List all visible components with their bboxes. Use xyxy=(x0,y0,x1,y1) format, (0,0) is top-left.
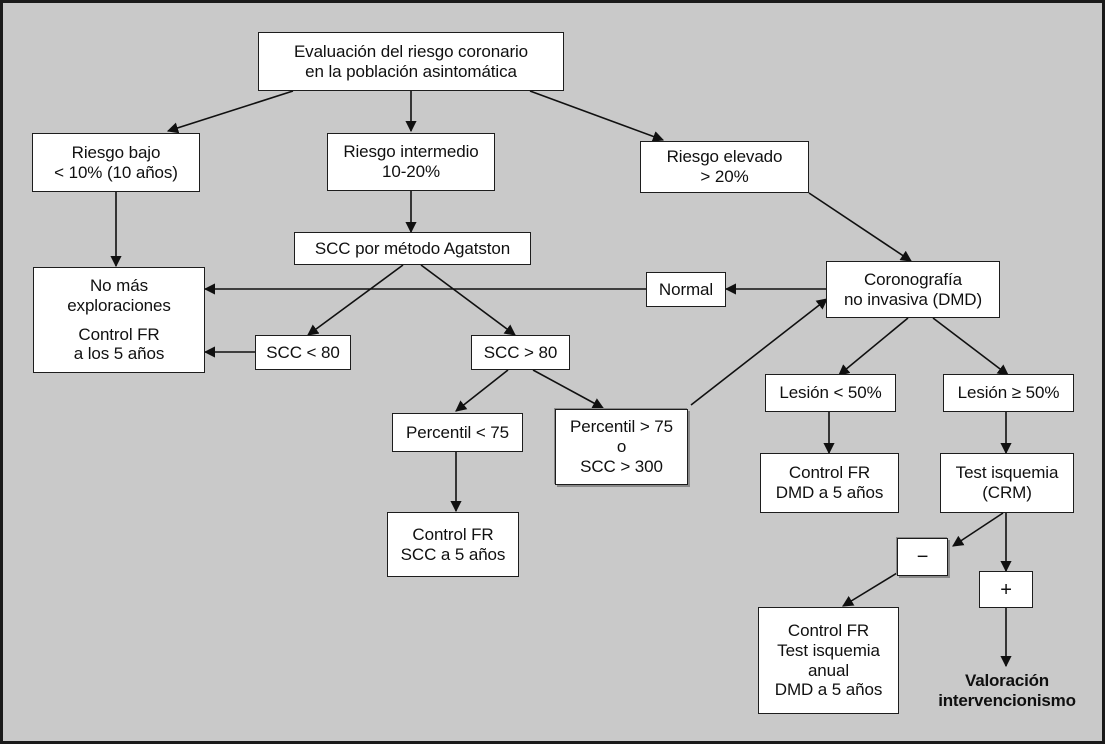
node-riesgo-intermedio-line1: Riesgo intermedio xyxy=(343,142,479,162)
edge-root-to-riesgo-elevado xyxy=(529,90,665,142)
node-scc-mayor-80-line1: SCC > 80 xyxy=(483,342,558,362)
node-percentil-mayor-75-line3: SCC > 300 xyxy=(580,456,663,476)
node-test-isquemia-line2: (CRM) xyxy=(982,483,1032,502)
node-lesion-menor-50-line1: Lesión < 50% xyxy=(779,383,882,403)
node-coronografia[interactable]: Coronografía no invasiva (DMD) xyxy=(826,261,1000,318)
node-normal-line1: Normal xyxy=(658,279,714,299)
edge-riesgo-elevado-to-coronografia xyxy=(808,192,912,262)
node-percentil-mayor-75-line1: Percentil > 75 xyxy=(569,417,674,437)
node-root-line2: en la población asintomática xyxy=(305,61,517,81)
edge-scc-to-scc-mayor-80 xyxy=(420,264,516,336)
node-root[interactable]: Evaluación del riesgo coronario en la po… xyxy=(258,32,564,91)
node-riesgo-elevado-line1: Riesgo elevado xyxy=(666,147,783,167)
node-control-fr-test-line3: anual xyxy=(807,660,850,680)
node-positivo[interactable]: + xyxy=(979,571,1033,608)
node-no-mas-exploraciones[interactable]: No más exploraciones Control FR a los 5 … xyxy=(33,267,205,373)
node-riesgo-elevado-line2: > 20% xyxy=(700,167,749,186)
node-no-mas-line4: a los 5 años xyxy=(73,344,165,364)
node-lesion-mayor-50-line1: Lesión ≥ 50% xyxy=(957,383,1060,403)
connector-layer xyxy=(110,90,1012,668)
node-valoracion-line2: intervencionismo xyxy=(938,691,1076,711)
node-control-fr-dmd[interactable]: Control FR DMD a 5 años xyxy=(760,453,899,513)
edge-root-to-riesgo-bajo xyxy=(166,90,294,134)
edge-coronografia-to-lesion-menor-50 xyxy=(838,317,909,376)
node-coronografia-line1: Coronografía xyxy=(863,269,963,289)
node-no-mas-line1: No más xyxy=(90,276,148,296)
node-riesgo-bajo-line1: Riesgo bajo xyxy=(71,142,161,162)
node-normal[interactable]: Normal xyxy=(646,272,726,307)
node-percentil-menor-75-line1: Percentil < 75 xyxy=(405,422,510,442)
node-riesgo-intermedio[interactable]: Riesgo intermedio 10-20% xyxy=(327,133,495,191)
edge-scc-mayor-80-to-percentil-menor-75 xyxy=(455,369,509,412)
edge-test-isquemia-to-negativo xyxy=(952,512,1004,547)
node-riesgo-bajo[interactable]: Riesgo bajo < 10% (10 años) xyxy=(32,133,200,192)
edge-coronografia-to-lesion-mayor-50 xyxy=(932,317,1009,376)
node-riesgo-intermedio-line2: 10-20% xyxy=(382,162,440,181)
node-valoracion-line1: Valoración xyxy=(965,671,1049,690)
node-percentil-mayor-75-line2: o xyxy=(616,437,627,457)
node-positivo-symbol: + xyxy=(1000,578,1012,601)
node-control-fr-test-line4: DMD a 5 años xyxy=(774,680,883,700)
node-test-isquemia-line1: Test isquemia xyxy=(955,463,1059,483)
node-scc-menor-80-line1: SCC < 80 xyxy=(266,342,340,362)
node-negativo[interactable]: − xyxy=(897,538,948,576)
node-negativo-symbol: − xyxy=(916,546,929,568)
node-valoracion-intervencionismo[interactable]: Valoración intervencionismo xyxy=(916,671,1098,712)
node-control-fr-scc-line2: SCC a 5 años xyxy=(400,544,506,564)
node-control-fr-test-isquemia[interactable]: Control FR Test isquemia anual DMD a 5 a… xyxy=(758,607,899,714)
node-riesgo-bajo-line2: < 10% (10 años) xyxy=(54,162,178,182)
node-scc-menor-80[interactable]: SCC < 80 xyxy=(255,335,351,370)
node-coronografia-line2: no invasiva (DMD) xyxy=(843,289,983,309)
node-scc-agatston[interactable]: SCC por método Agatston xyxy=(294,232,531,265)
node-control-fr-scc-line1: Control FR xyxy=(412,524,494,544)
node-riesgo-elevado[interactable]: Riesgo elevado > 20% xyxy=(640,141,809,193)
node-root-line1: Evaluación del riesgo coronario xyxy=(293,41,529,61)
node-test-isquemia[interactable]: Test isquemia (CRM) xyxy=(940,453,1074,513)
node-scc-agatston-line1: SCC por método Agatston xyxy=(314,238,511,258)
edge-negativo-to-control-fr-test xyxy=(842,572,898,607)
node-percentil-menor-75[interactable]: Percentil < 75 xyxy=(392,413,523,452)
node-control-fr-test-line1: Control FR xyxy=(787,621,870,641)
node-control-fr-scc[interactable]: Control FR SCC a 5 años xyxy=(387,512,519,577)
node-percentil-mayor-75[interactable]: Percentil > 75 o SCC > 300 xyxy=(555,409,688,485)
edge-scc-to-scc-menor-80 xyxy=(307,264,404,336)
node-control-fr-dmd-line1: Control FR xyxy=(788,463,871,483)
node-control-fr-dmd-line2: DMD a 5 años xyxy=(775,483,884,502)
node-control-fr-test-line2: Test isquemia xyxy=(777,640,880,660)
node-no-mas-line3: Control FR xyxy=(78,324,160,344)
node-lesion-mayor-50[interactable]: Lesión ≥ 50% xyxy=(943,374,1074,412)
node-no-mas-line2: exploraciones xyxy=(67,295,171,315)
edge-scc-mayor-80-to-percentil-mayor-75 xyxy=(532,369,604,409)
node-lesion-menor-50[interactable]: Lesión < 50% xyxy=(765,374,896,412)
node-scc-mayor-80[interactable]: SCC > 80 xyxy=(471,335,570,370)
